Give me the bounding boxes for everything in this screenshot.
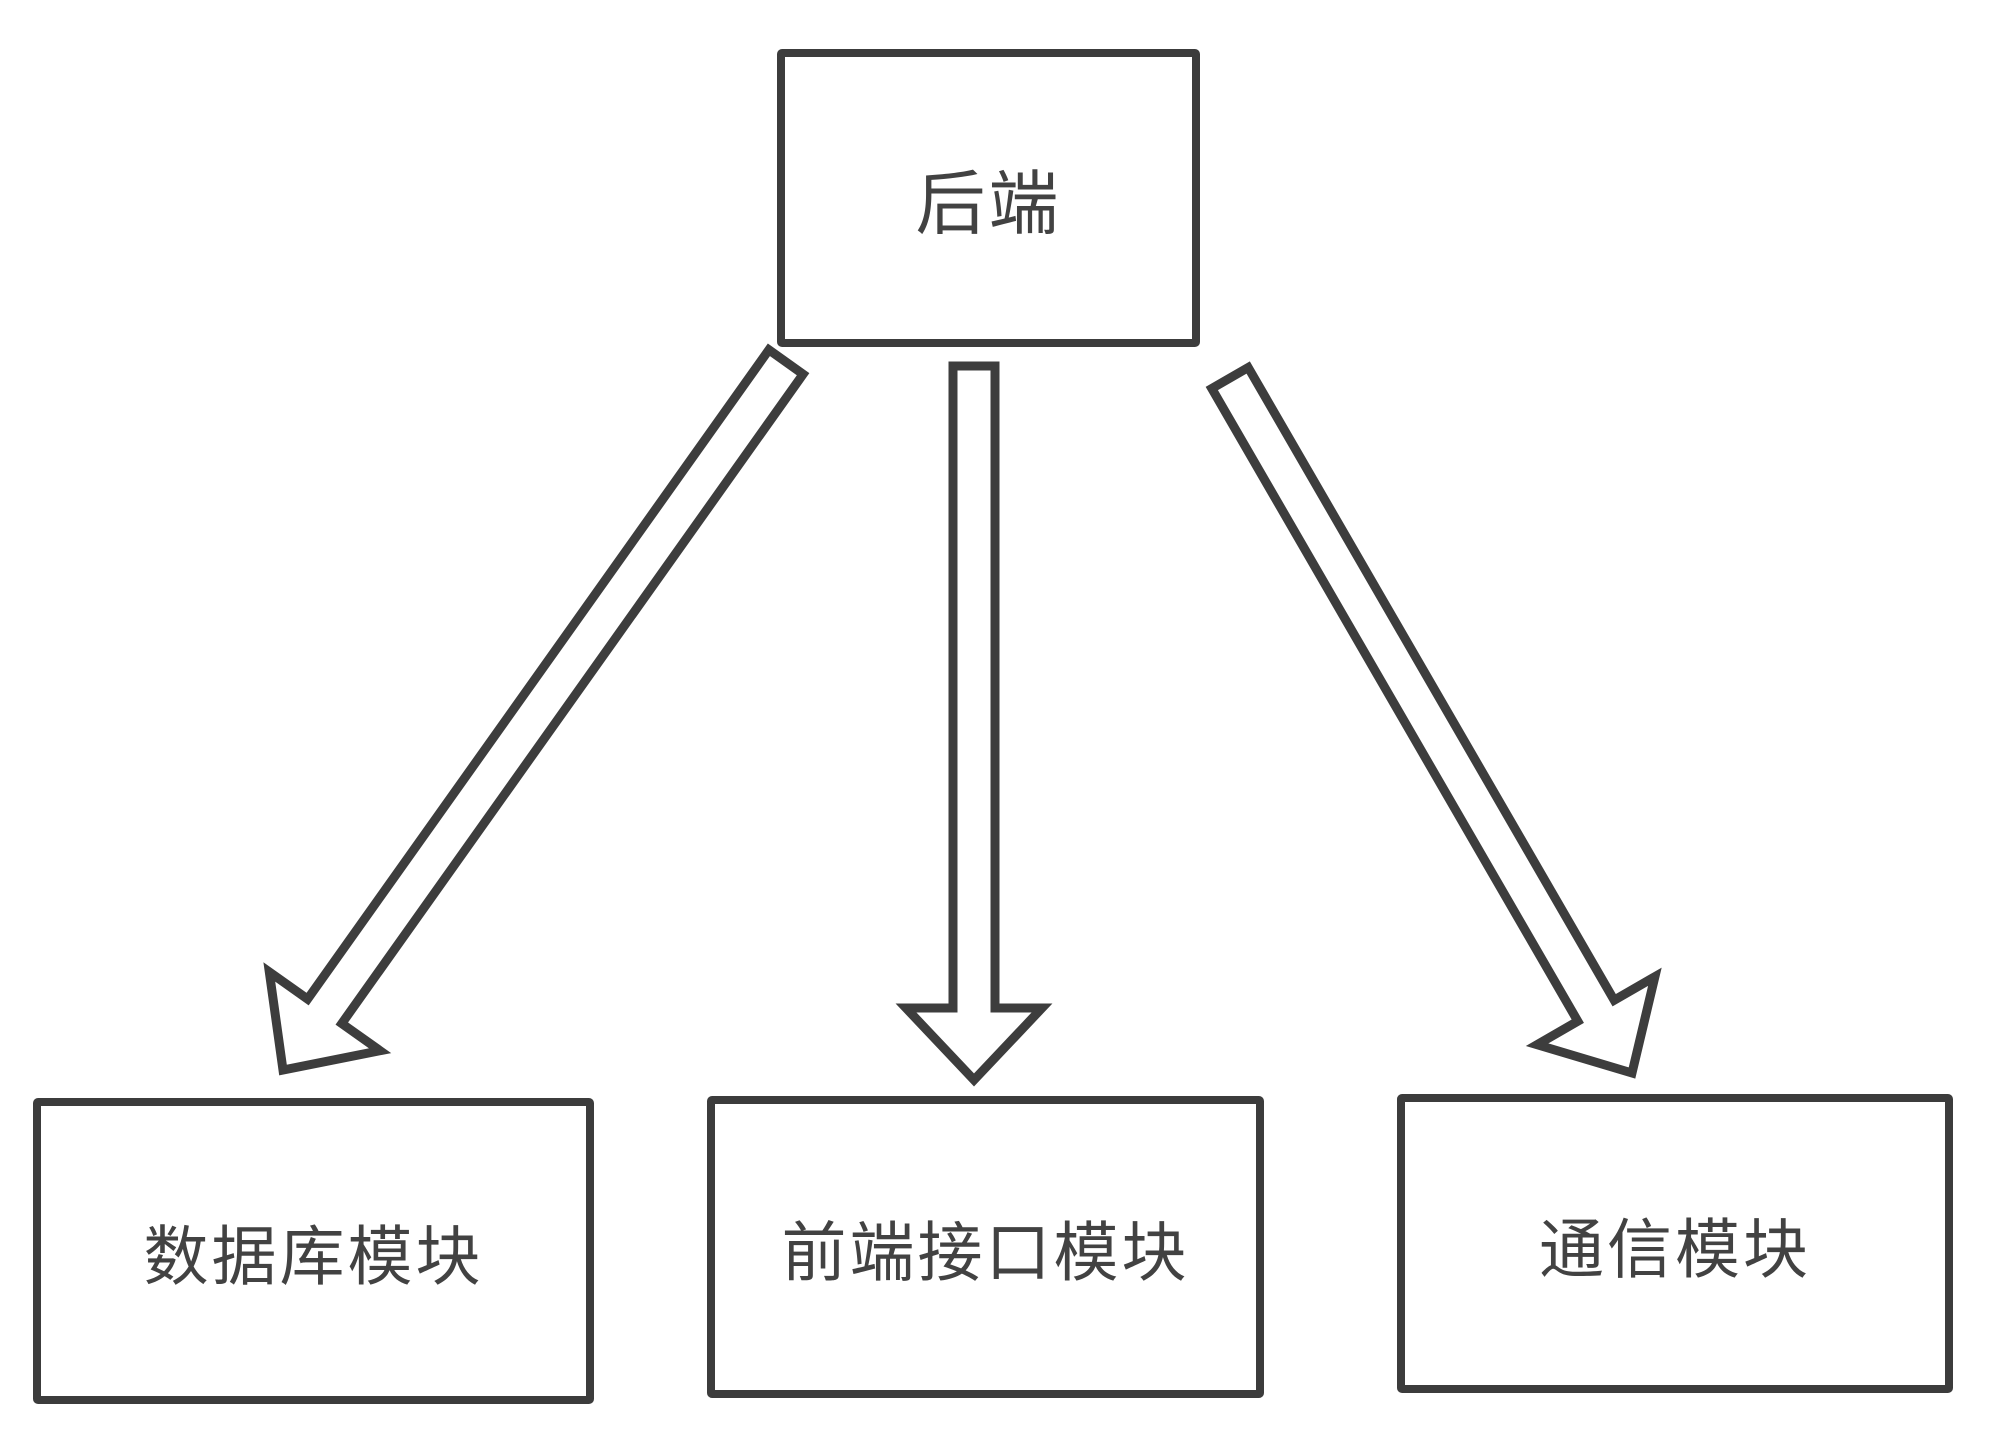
- arrow-backend-to-communication: [1205, 361, 1662, 1079]
- node-database-module: 数据库模块: [33, 1098, 594, 1404]
- node-backend-label: 后端: [915, 164, 1062, 243]
- node-communication-module: 通信模块: [1397, 1094, 1953, 1393]
- node-database-module-label: 数据库模块: [143, 1220, 484, 1293]
- node-backend: 后端: [777, 49, 1200, 347]
- node-frontend-api-module-label: 前端接口模块: [781, 1216, 1190, 1289]
- arrow-backend-to-frontend-api: [895, 361, 1053, 1087]
- node-frontend-api-module: 前端接口模块: [707, 1096, 1264, 1398]
- arrow-backend-to-database: [263, 343, 810, 1076]
- node-communication-module-label: 通信模块: [1538, 1212, 1811, 1286]
